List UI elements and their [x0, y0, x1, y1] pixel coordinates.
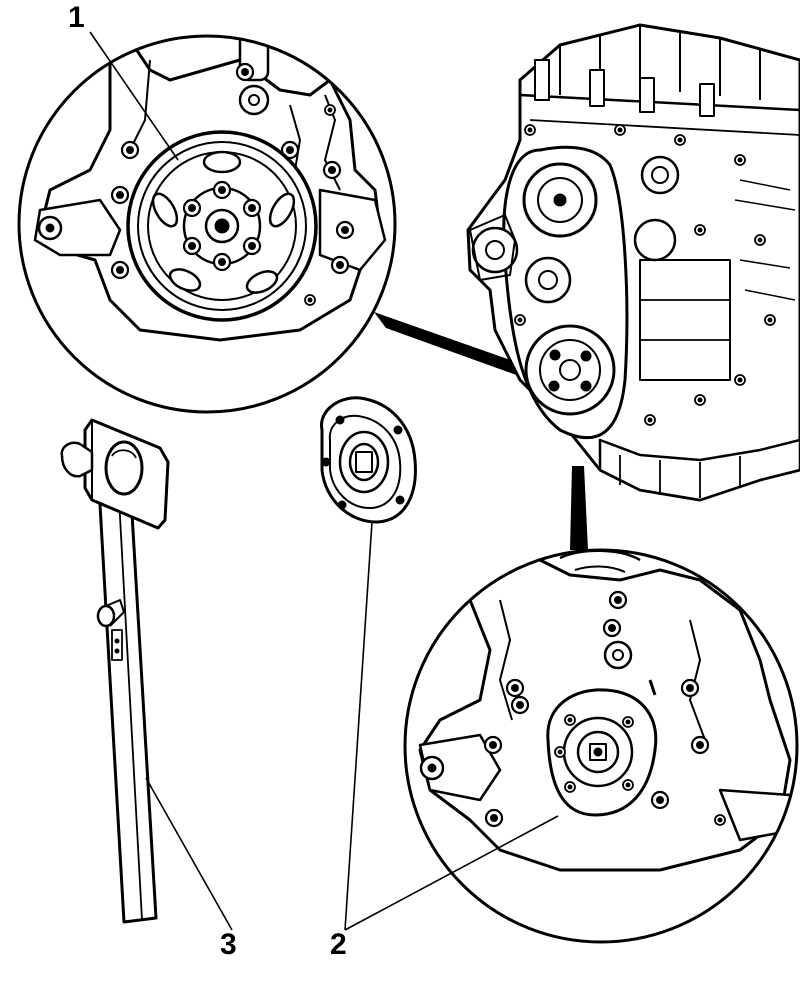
zoom-circle-flange — [403, 548, 799, 944]
leader-line-1 — [89, 31, 179, 161]
crankshaft-pulley — [126, 130, 318, 322]
leader-line-3 — [145, 777, 233, 931]
leader-lines — [89, 31, 559, 931]
leader-line-2b — [344, 815, 559, 931]
zoom-circle-pulley — [17, 34, 397, 414]
leader-line-2a — [344, 521, 373, 931]
zoom-connector-bottom — [570, 466, 588, 550]
holding-flange-tool — [320, 396, 417, 524]
callout-label-2: 2 — [330, 928, 347, 961]
zoom-connector-top — [374, 312, 522, 377]
callout-label-3: 3 — [220, 928, 237, 961]
engine-assembly — [466, 23, 800, 502]
callout-label-1: 1 — [68, 1, 85, 34]
installed-holding-flange — [546, 688, 658, 817]
counterhold-tool — [60, 418, 170, 924]
